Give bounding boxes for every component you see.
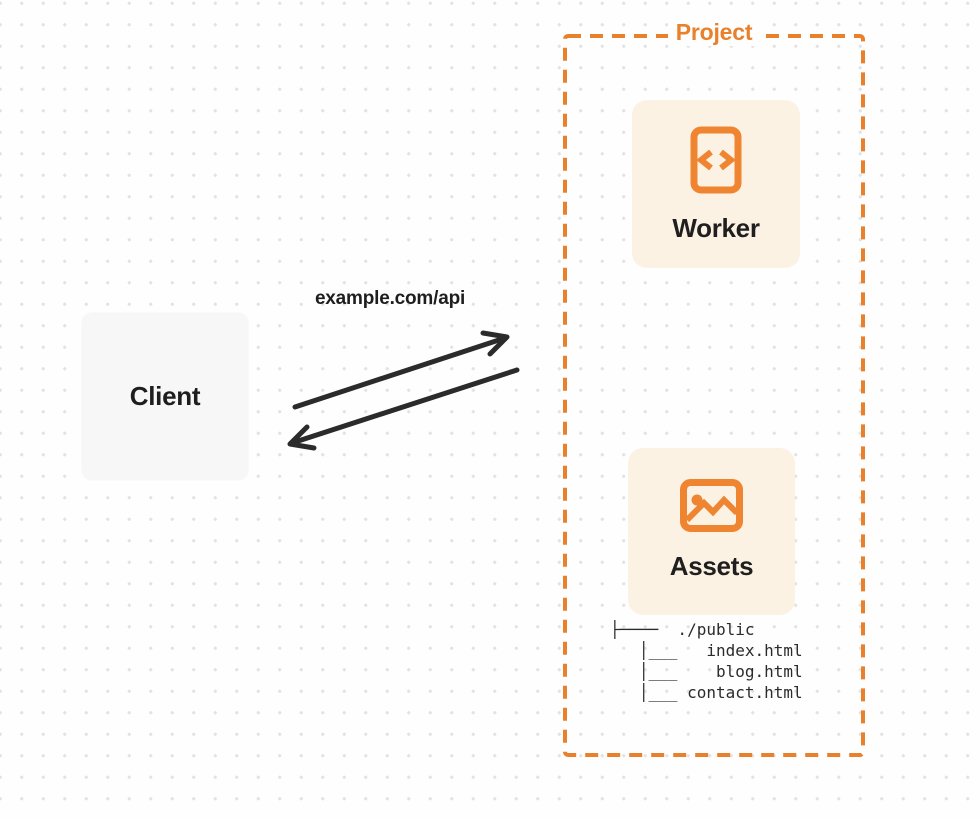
image-icon bbox=[680, 479, 743, 532]
assets-file-tree: ├──── ./public │___ index.html │___ blog… bbox=[610, 619, 803, 703]
tree-line-contact: │___ contact.html bbox=[610, 683, 803, 702]
tree-line-index: │___ index.html bbox=[610, 641, 803, 660]
project-title: Project bbox=[563, 19, 865, 46]
client-node: Client bbox=[82, 313, 248, 480]
code-file-icon bbox=[690, 126, 742, 194]
assets-label: Assets bbox=[669, 551, 754, 581]
worker-label: Worker bbox=[672, 213, 760, 243]
assets-node: Assets bbox=[628, 448, 795, 615]
response-arrow bbox=[287, 367, 520, 451]
worker-node: Worker bbox=[632, 100, 800, 268]
client-label: Client bbox=[129, 381, 201, 411]
request-arrow bbox=[292, 330, 510, 410]
tree-line-public: ├──── ./public bbox=[610, 620, 755, 639]
project-container: Project Worker Assets bbox=[563, 19, 865, 757]
request-url-label: example.com/api bbox=[314, 288, 466, 309]
tree-line-blog: │___ blog.html bbox=[610, 662, 803, 681]
